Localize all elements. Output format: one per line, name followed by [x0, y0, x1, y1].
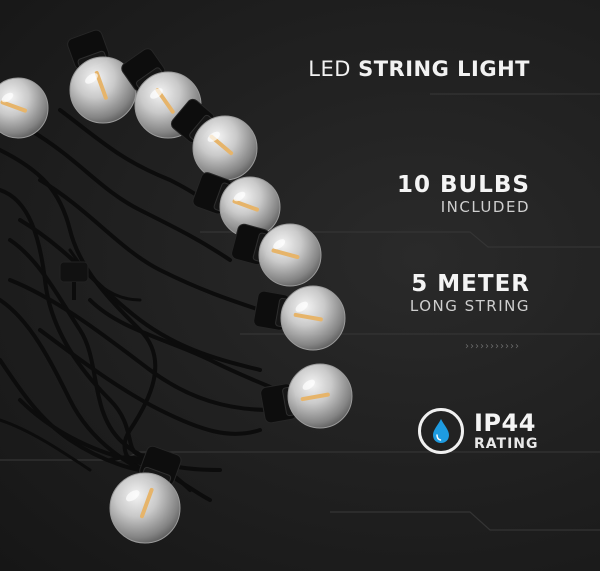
- ip-rating-text: IP44 RATING: [474, 408, 539, 452]
- bulb: [260, 363, 353, 429]
- chevron-divider: ›››››››››››: [465, 341, 520, 352]
- water-drop-badge: [418, 408, 464, 454]
- bulb: [109, 445, 182, 544]
- feature-string-length-label: LONG STRING: [409, 297, 530, 315]
- cable-splitter: [59, 261, 89, 300]
- water-drop-icon: [433, 419, 449, 443]
- product-title-prefix: LED: [308, 57, 351, 81]
- product-title-main: STRING LIGHT: [358, 57, 530, 81]
- ip-rating-code: IP44: [474, 408, 536, 437]
- ip-rating-label: RATING: [474, 435, 539, 452]
- feature-bulb-count: 10 BULBS INCLUDED: [397, 172, 530, 217]
- feature-bulb-count-label: INCLUDED: [440, 198, 530, 216]
- ip-rating: IP44 RATING: [418, 408, 539, 454]
- bulb: [192, 172, 281, 238]
- feature-bulb-count-value: 10 BULBS: [397, 172, 530, 198]
- bulb: [0, 73, 49, 139]
- cable-bundle: [0, 108, 302, 502]
- bulb-chain: [0, 29, 353, 544]
- bulb: [253, 285, 346, 351]
- bulb: [231, 223, 322, 287]
- bulb: [170, 98, 258, 181]
- feature-string-length: 5 METER LONG STRING: [410, 271, 530, 316]
- product-title: LED STRING LIGHT: [308, 57, 530, 81]
- feature-string-length-value: 5 METER: [411, 271, 530, 297]
- bulb: [67, 29, 137, 124]
